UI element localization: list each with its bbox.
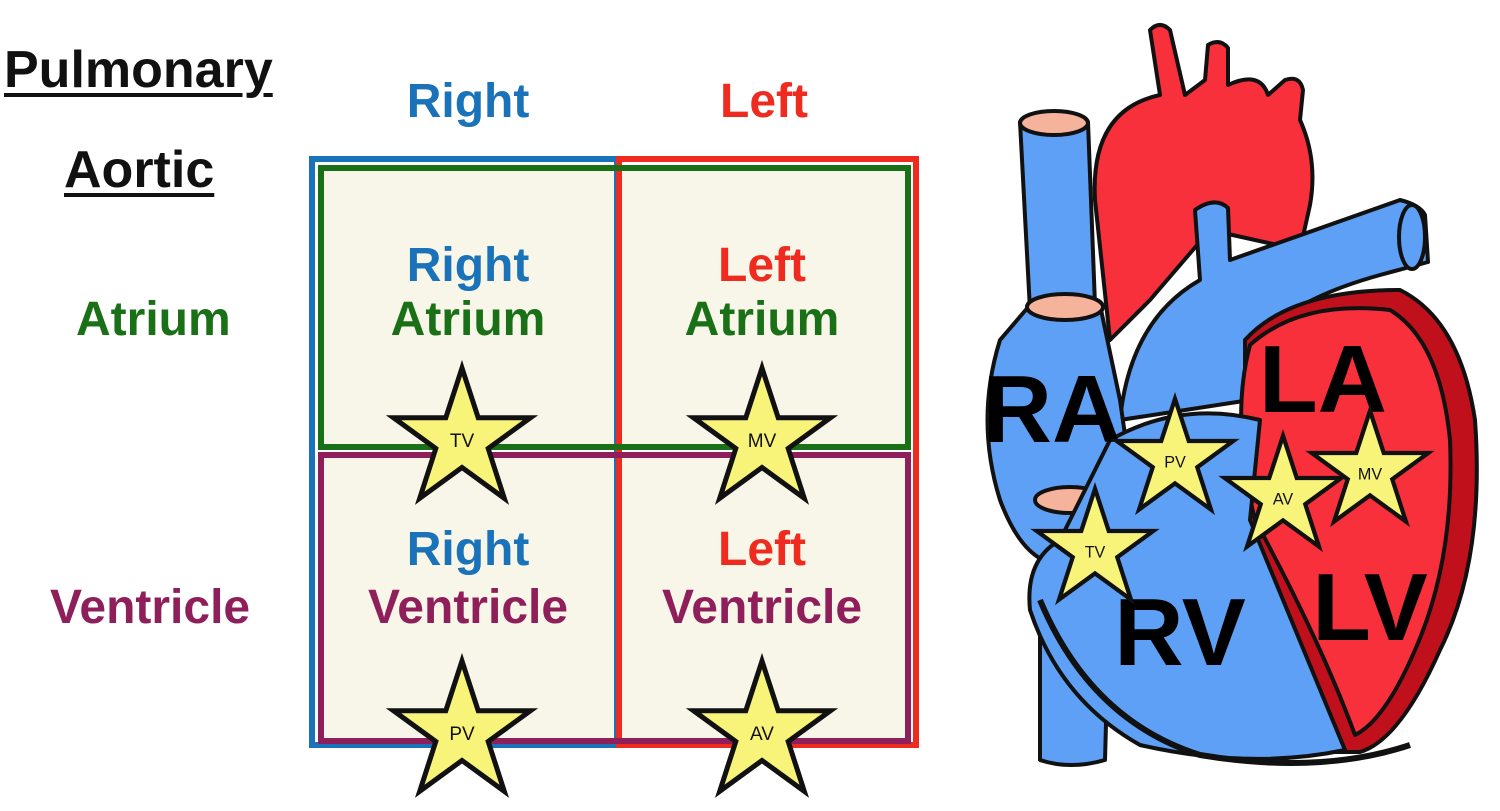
pulmonary-valve-star: PV [394,661,531,791]
heart-av-star: AV [1225,436,1341,547]
right-ventricle-label-chamber: Ventricle [367,581,569,634]
heart-pv-label: PV [1164,454,1186,472]
pulmonary-legend: Pulmonary [4,41,273,99]
ra-heart-label: RA [983,356,1122,463]
la-heart-label: LA [1259,326,1387,433]
superior-vena-cava [1018,114,1097,312]
heart-pv-star: PV [1117,399,1233,510]
left-column-header: Left [720,75,808,128]
pv-star-label: PV [449,724,475,745]
pulmonary-branch-opening [1397,203,1427,271]
svc-opening [1018,109,1090,137]
tv-star-label: TV [450,431,475,452]
atrium-row-label: Atrium [76,293,231,346]
ra-opening [1025,292,1105,322]
ventricle-row-label: Ventricle [50,581,251,634]
left-ventricle-label-side: Left [718,523,806,576]
av-star-label: AV [750,724,774,745]
right-atrium-label-side: Right [406,239,530,292]
left-ventricle-label-chamber: Ventricle [661,581,863,634]
right-atrium-label-chamber: Atrium [390,293,546,346]
heart-mv-label: MV [1358,466,1382,484]
heart-av-label: AV [1273,491,1294,509]
heart-mv-star: MV [1312,411,1428,522]
aortic-arch [1092,23,1315,342]
tricuspid-valve-star: TV [394,368,531,498]
rv-heart-label: RV [1114,579,1246,686]
left-atrium-label-side: Left [718,239,806,292]
mitral-valve-star: MV [694,368,831,498]
heart-tv-label: TV [1085,544,1106,562]
aortic-legend: Aortic [64,141,215,199]
left-atrium-label-chamber: Atrium [684,293,840,346]
right-ventricle-shape [1027,411,1347,761]
heart-tv-star: TV [1037,489,1153,600]
heart-outer-rim [1037,598,1411,766]
right-ventricle-label-side: Right [406,523,530,576]
mv-star-label: MV [748,431,777,452]
lv-heart-label: LV [1312,554,1428,661]
right-column-header: Right [406,75,530,128]
aortic-valve-star: AV [694,661,831,791]
